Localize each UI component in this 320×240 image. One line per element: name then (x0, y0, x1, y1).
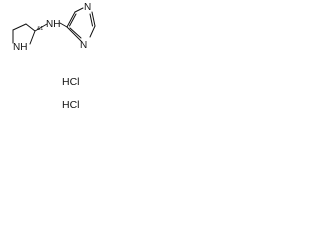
amine-nh-label: NH (46, 19, 60, 30)
bond-nh-pyrazine (59, 22, 68, 28)
bond-pz-1 (66, 11, 76, 28)
pyrazine-ring (66, 7, 96, 42)
pyrrolidine-nh-label: NH (13, 42, 27, 53)
bond-pyr-2 (12, 23, 27, 31)
pyrazine-n-top-label: N (84, 2, 91, 13)
pyrazine-n-bottom-label: N (80, 40, 87, 51)
bond-pyr-1 (25, 23, 36, 32)
bond-pz-3-inner (89, 13, 93, 27)
bond-c3-nh (34, 23, 48, 32)
salt-label-hcl-1: HCl (62, 76, 80, 88)
bond-pz-4 (89, 25, 96, 38)
bond-pz-5-inner (69, 27, 82, 39)
bond-pz-2 (74, 7, 84, 13)
structure-diagram: NH &1 NH N N HCl HCl (12, 2, 96, 111)
bond-pz-1-inner (69, 13, 77, 27)
pyrrolidine-ring (12, 23, 36, 45)
bond-pz-5 (66, 26, 82, 42)
salt-label-hcl-2: HCl (62, 99, 80, 111)
stereo-marker-label: &1 (37, 26, 43, 32)
bond-pz-3 (91, 11, 96, 27)
bond-pyr-4 (29, 30, 36, 45)
